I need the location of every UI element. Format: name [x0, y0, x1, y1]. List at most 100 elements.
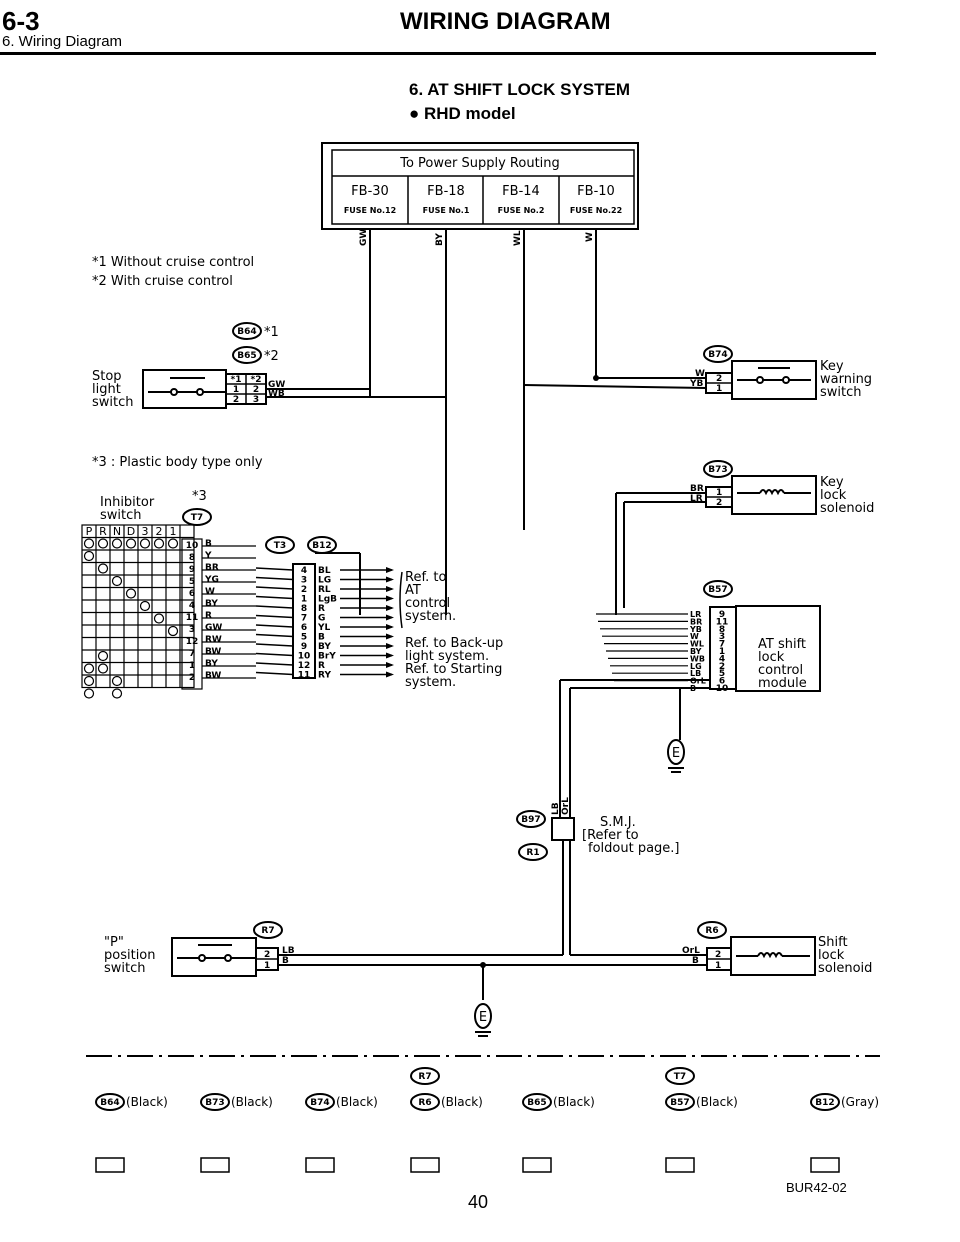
pin-number: 2: [189, 673, 195, 683]
position-label: D: [127, 525, 135, 538]
pin-number: 5: [189, 577, 195, 587]
pin-number: 1: [716, 384, 722, 394]
wire-color-label: RL: [318, 585, 331, 595]
wire-color-label: LR: [690, 610, 701, 619]
connector-id: B64: [100, 1098, 119, 1108]
pin-number: 10: [716, 684, 729, 694]
wire: [255, 576, 294, 581]
pin-number: 6: [189, 589, 195, 599]
contact-dot: [83, 688, 95, 699]
connector-face: [522, 1157, 552, 1173]
diagram-subtitle: ● RHD model: [409, 104, 516, 123]
pin-number: 3: [301, 576, 307, 586]
pin-number: 9: [301, 642, 307, 652]
stop-light-label: light: [92, 382, 121, 397]
wire-color-label: WL: [513, 230, 523, 246]
p-switch-label: "P": [104, 935, 124, 950]
contact-dot: [153, 538, 165, 549]
pin-number: 1: [719, 647, 725, 657]
wire-color-label: R: [205, 611, 212, 621]
contact-dot: [111, 538, 123, 549]
pin-number: 3: [719, 632, 725, 642]
contact-dot: [167, 625, 179, 637]
ref-text: Ref. to: [405, 570, 446, 585]
contact-dot: [83, 663, 95, 674]
ref-text: AT: [405, 583, 421, 598]
pin-number: 6: [301, 623, 307, 633]
wire-color-label: Y: [204, 551, 212, 561]
arrow: [386, 586, 394, 592]
stop-light-label: switch: [92, 395, 134, 410]
smj-label: [Refer to: [582, 828, 639, 843]
connector-color: (Black): [696, 1095, 738, 1109]
key-lock-solenoid: [731, 475, 817, 515]
pin-number: 1: [189, 661, 195, 671]
wire-color-label: BW: [205, 671, 221, 681]
connector-note: *3: [192, 489, 207, 504]
connector-id: B97: [521, 815, 540, 825]
connector-id: B12: [815, 1098, 834, 1108]
fuse-number: FUSE No.1: [423, 206, 470, 215]
connector-id: T3: [274, 541, 286, 551]
note-1: *1 Without cruise control: [92, 255, 254, 270]
pin-number: 1: [301, 595, 307, 605]
inhibitor-grid: [81, 524, 256, 699]
pin-number: 1: [716, 488, 722, 498]
position-label: P: [86, 525, 93, 538]
wire-color-label: BR: [205, 563, 219, 573]
wire-color-label: YG: [204, 575, 219, 585]
wire-color-label: YB: [689, 625, 702, 634]
wire-color-label: W: [205, 587, 215, 597]
connector-face: [200, 1157, 230, 1173]
contact-dot: [83, 550, 95, 562]
connector-face: [810, 1157, 840, 1173]
connector-block: [181, 538, 203, 690]
contact-dot: [139, 538, 151, 549]
wire: [255, 633, 294, 638]
position-label: 2: [156, 525, 163, 538]
wire-color-label: W: [585, 232, 595, 242]
pin-number: 2: [301, 585, 307, 595]
pin-number: 2: [233, 395, 239, 405]
wire: [255, 652, 294, 657]
connector-badge: [522, 1093, 552, 1111]
inhibitor-label: switch: [100, 508, 142, 523]
note-3: *3 : Plastic body type only: [92, 455, 263, 470]
pin-number: 2: [716, 374, 722, 384]
pin-number: 11: [298, 671, 311, 681]
arrow: [386, 595, 394, 602]
wire-color-label: W: [695, 369, 705, 379]
pin-number: 1: [715, 961, 721, 971]
contact-dot: [125, 538, 137, 549]
contact-dot: [153, 613, 165, 624]
pin-number: 4: [719, 654, 725, 664]
connector-id: B73: [205, 1098, 224, 1108]
contact-dot: [97, 563, 109, 574]
power-supply-box: [321, 142, 639, 230]
wire-color-label: GW: [359, 229, 369, 246]
pin-header: *1: [231, 375, 242, 385]
wire-color-label: G: [318, 614, 325, 624]
pin-number: 7: [301, 614, 307, 624]
contact-dot: [111, 688, 123, 699]
wire: [255, 595, 294, 600]
wire-color-label: WB: [690, 654, 705, 663]
connector-color: (Black): [231, 1095, 273, 1109]
shift-solenoid-label: solenoid: [818, 961, 872, 976]
pin-number: 12: [298, 661, 311, 671]
connector-badge: [410, 1067, 440, 1085]
connector-legend: B64(Black)B73(Black)B74(Black)R6(Black)R…: [95, 1067, 879, 1173]
pin-number: 7: [189, 649, 195, 659]
fuse-number: FUSE No.22: [570, 206, 622, 215]
wire-color-label: GW: [268, 380, 285, 390]
wire: [255, 586, 294, 590]
pin-number: 9: [189, 565, 195, 575]
connector-id: B57: [670, 1098, 689, 1108]
connector-face: [95, 1157, 125, 1173]
pin-number: 1: [233, 385, 239, 395]
wire-color-label: OrL: [682, 946, 700, 956]
wire-color-label: LG: [690, 662, 702, 671]
contact-dot: [83, 675, 95, 687]
arrow: [386, 605, 394, 611]
